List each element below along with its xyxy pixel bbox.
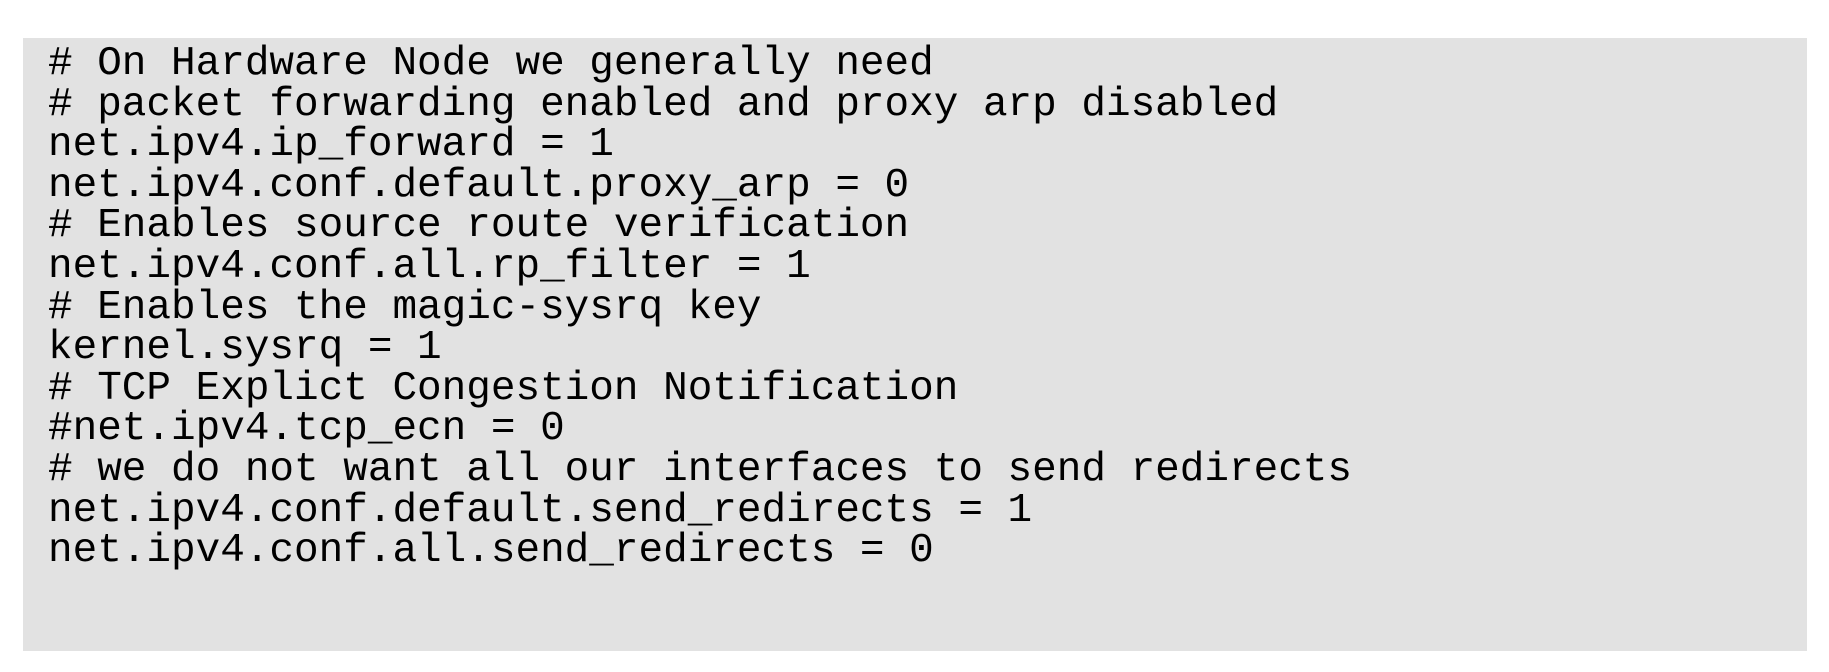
code-line: # we do not want all our interfaces to s… xyxy=(48,446,1353,493)
code-line: # packet forwarding enabled and proxy ar… xyxy=(48,81,1279,128)
code-block: # On Hardware Node we generally need # p… xyxy=(23,38,1807,651)
code-line: # TCP Explict Congestion Notification xyxy=(48,365,959,412)
code-line: #net.ipv4.tcp_ecn = 0 xyxy=(48,406,565,453)
code-line: net.ipv4.ip_forward = 1 xyxy=(48,122,614,169)
code-line: net.ipv4.conf.all.rp_filter = 1 xyxy=(48,243,811,290)
code-line: # Enables source route verification xyxy=(48,203,910,250)
code-line: # Enables the magic-sysrq key xyxy=(48,284,762,331)
code-line: kernel.sysrq = 1 xyxy=(48,325,442,372)
code-line: net.ipv4.conf.default.proxy_arp = 0 xyxy=(48,162,910,209)
code-line: net.ipv4.conf.default.send_redirects = 1 xyxy=(48,487,1033,534)
code-line: # On Hardware Node we generally need xyxy=(48,41,934,87)
code-line: net.ipv4.conf.all.send_redirects = 0 xyxy=(48,528,934,575)
